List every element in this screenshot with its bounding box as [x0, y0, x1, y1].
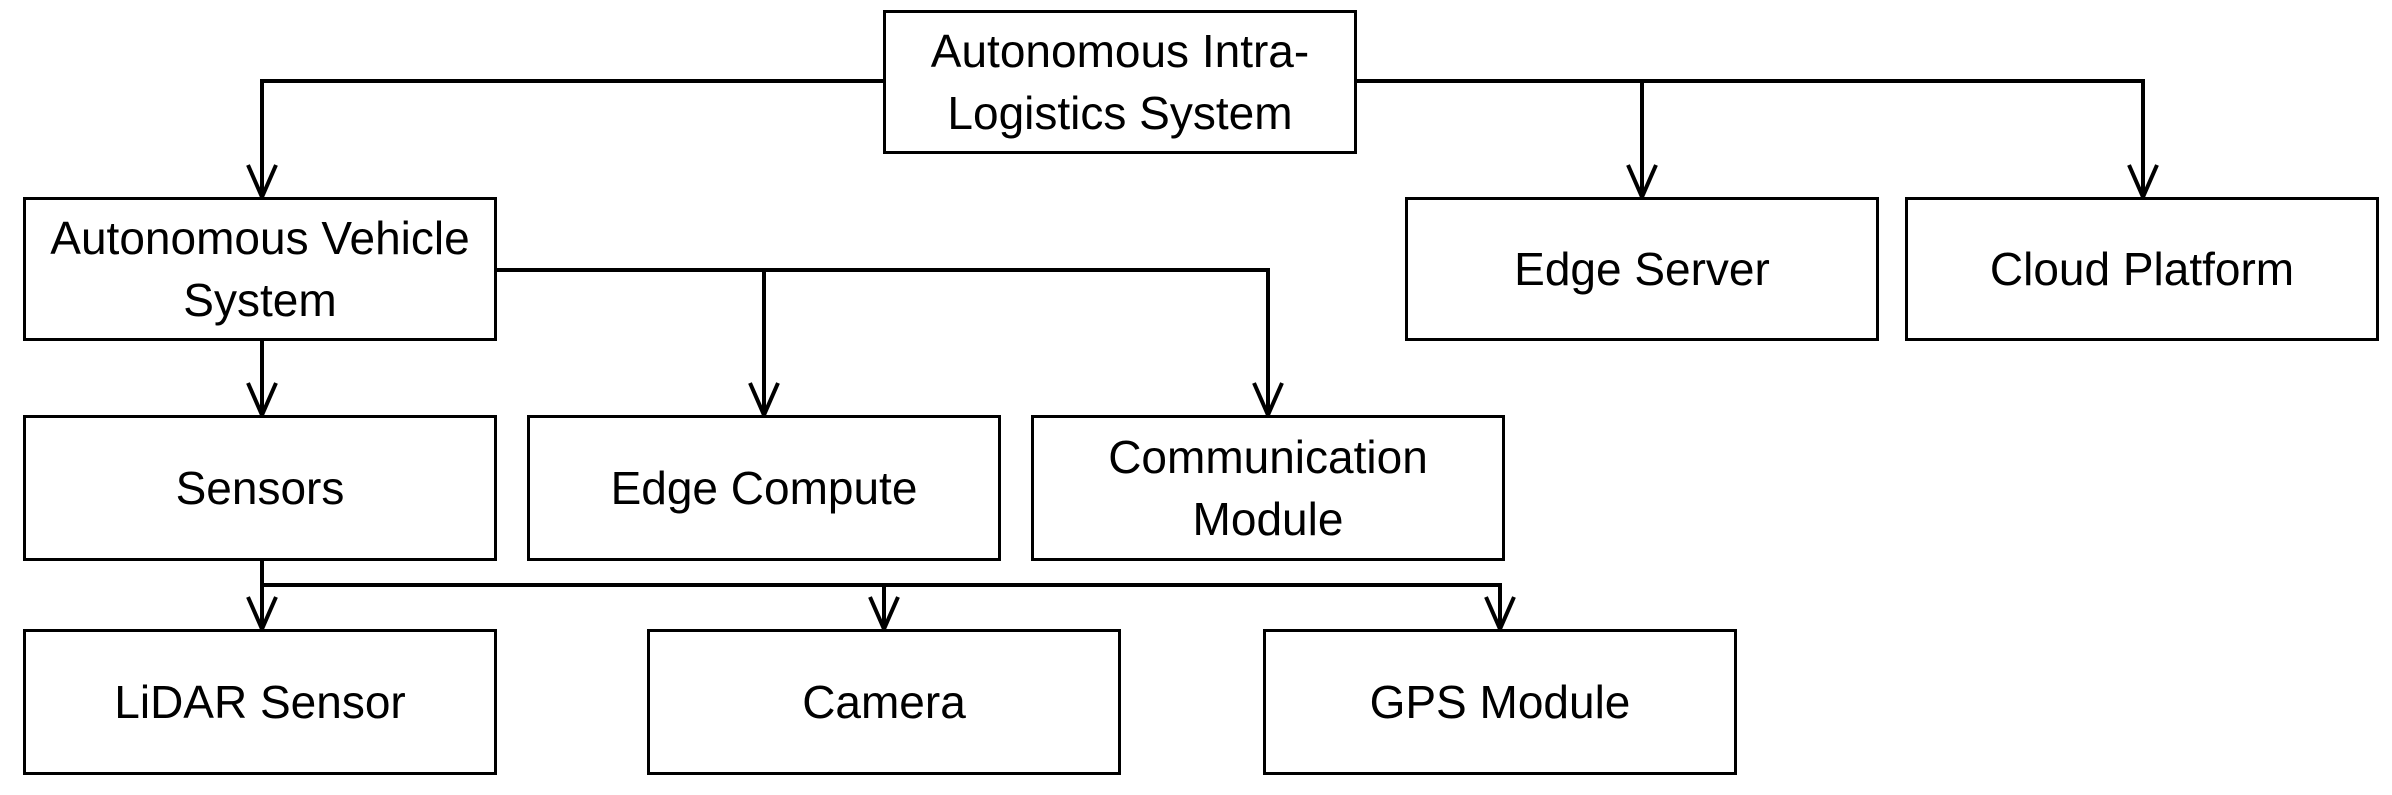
- node-gps-module: GPS Module: [1263, 629, 1737, 775]
- node-sensors: Sensors: [23, 415, 497, 561]
- edge-sensors-bus: [262, 583, 1502, 628]
- node-label: Cloud Platform: [1989, 243, 2295, 295]
- node-label: Autonomous Vehicle System: [50, 212, 470, 326]
- node-cloud-platform: Cloud Platform: [1905, 197, 2379, 341]
- node-camera: Camera: [647, 629, 1121, 775]
- node-communication-module: Communication Module: [1031, 415, 1505, 561]
- node-lidar-sensor: LiDAR Sensor: [23, 629, 497, 775]
- node-edge-server: Edge Server: [1405, 197, 1879, 341]
- node-autonomous-intra-logistics-system: Autonomous Intra- Logistics System: [883, 10, 1357, 154]
- node-label: GPS Module: [1369, 676, 1631, 728]
- edge-vehicle-comm: [497, 268, 1270, 414]
- node-autonomous-vehicle-system: Autonomous Vehicle System: [23, 197, 497, 341]
- node-label: Camera: [802, 676, 966, 728]
- node-label: Edge Compute: [610, 462, 918, 514]
- node-label: Edge Server: [1514, 243, 1770, 295]
- node-label: LiDAR Sensor: [114, 676, 406, 728]
- node-label: Sensors: [175, 462, 345, 514]
- node-label: Communication Module: [1108, 431, 1428, 545]
- node-edge-compute: Edge Compute: [527, 415, 1001, 561]
- edge-root-vehicle: [260, 79, 883, 196]
- node-label: Autonomous Intra- Logistics System: [930, 25, 1310, 139]
- edge-root-edge-server: [1357, 79, 2145, 196]
